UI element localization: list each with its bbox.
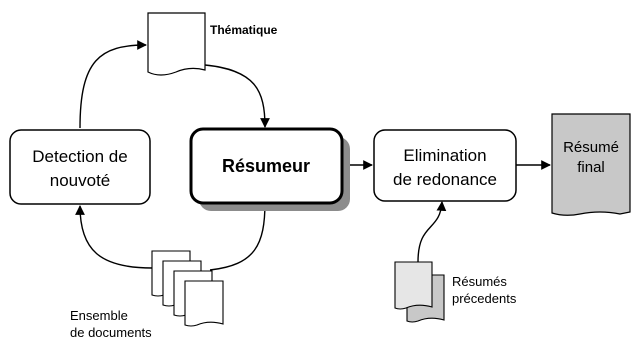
thematique-label: Thématique <box>210 23 278 37</box>
final-summary-document: Résumé final <box>551 113 631 216</box>
resumeur-label: Résumeur <box>222 156 310 176</box>
final-label-line2: final <box>577 159 605 176</box>
document-icon <box>394 261 433 310</box>
detection-label-line2: nouvoté <box>50 171 111 190</box>
precedents-label-line1: Résumés <box>452 274 507 289</box>
ensemble-documents-stack: Ensemble de documents <box>70 250 224 340</box>
arrow-detection-to-thematique <box>79 40 147 129</box>
arrow-precedents-to-elimination <box>417 201 447 263</box>
elimination-label-line2: de redonance <box>393 170 497 189</box>
arrow-ensemble-to-resumeur <box>209 201 270 271</box>
document-icon <box>147 12 206 76</box>
detection-label-line1: Detection de <box>32 147 127 166</box>
elimination-label-line1: Elimination <box>403 146 486 165</box>
arrow-thematique-to-resumeur <box>204 64 270 128</box>
ensemble-label-line2: de documents <box>70 325 152 340</box>
elimination-box <box>373 129 517 202</box>
document-icon <box>551 113 631 216</box>
detection-box <box>9 129 151 205</box>
ensemble-label-line1: Ensemble <box>70 308 128 323</box>
elimination-node: Elimination de redonance <box>373 129 517 202</box>
document-icon <box>184 280 224 327</box>
previous-summaries-stack: Résumés précedents <box>394 261 517 323</box>
detection-node: Detection de nouvoté <box>9 129 151 205</box>
connectors <box>75 40 551 271</box>
resumeur-node: Résumeur <box>189 127 350 211</box>
final-label-line1: Résumé <box>563 139 619 156</box>
arrow-ensemble-to-detection <box>75 205 153 269</box>
thematique-document: Thématique <box>147 12 278 76</box>
resumeur-box <box>189 127 344 205</box>
precedents-label-line2: précedents <box>452 291 517 306</box>
